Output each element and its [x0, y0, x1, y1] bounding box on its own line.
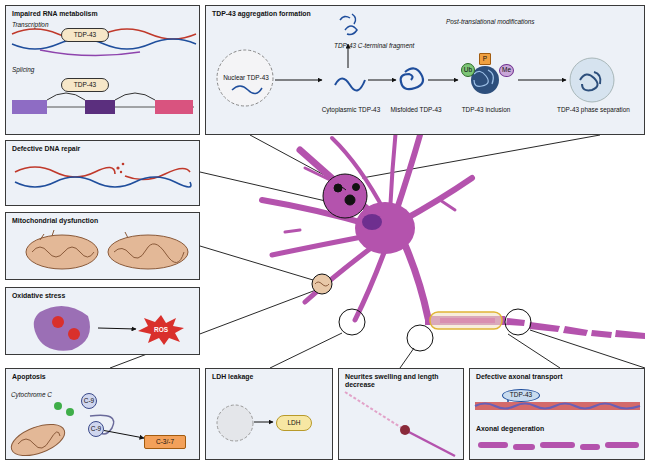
panel-box: TDP-43 aggregation formationTDP-43 C-ter…: [205, 5, 645, 135]
panel-heading: Defective axonal transport: [476, 373, 636, 381]
shape-label: TDP-43: [74, 82, 96, 89]
label-shape: Ub: [461, 63, 475, 77]
panel-box: Neurites swelling and length decrease: [338, 368, 464, 460]
shape-label: TDP-43: [510, 392, 532, 399]
sub-label: Cytochrome C: [11, 391, 71, 398]
shape-label: TDP-43: [74, 32, 96, 39]
panel-box: LDH leakageLDH: [205, 368, 333, 460]
panel-box: Oxidative stressROS: [5, 287, 200, 355]
sub-label: Splicing: [12, 66, 92, 73]
panel-heading: Apoptosis: [12, 373, 192, 381]
sub-label: Transcription: [12, 21, 92, 28]
neuron-dendrites: [262, 128, 472, 320]
label-shape: C-3/-7: [144, 435, 186, 449]
panel-heading: LDH leakage: [212, 373, 328, 381]
shape-label: LDH: [287, 420, 300, 427]
panel-heading: Neurites swelling and length decrease: [345, 373, 461, 388]
sub-label: TDP-43 phase separation: [546, 106, 641, 113]
shape-label: C-3/-7: [156, 439, 174, 446]
panel-heading: Oxidative stress: [12, 292, 192, 300]
shape-label: Ub: [464, 67, 472, 74]
label-shape: TDP-43: [61, 78, 109, 92]
panel-heading: Axonal degeneration: [476, 425, 616, 433]
label-shape: Me: [499, 64, 514, 77]
label-shape: P: [479, 53, 491, 65]
shape-label: P: [483, 56, 487, 63]
axon: [425, 312, 645, 339]
panel-heading: Defective DNA repair: [12, 145, 192, 153]
label-shape: TDP-43: [502, 389, 540, 402]
zoom-circles: [312, 174, 531, 351]
panel-heading: TDP-43 aggregation formation: [212, 10, 412, 18]
sub-label: Nuclear TDP-43: [221, 74, 271, 81]
label-shape: LDH: [276, 415, 312, 431]
nucleus: [362, 214, 382, 230]
sub-label: TDP-43 C-terminal fragment: [334, 42, 434, 49]
panel-heading: Impaired RNA metabolism: [12, 10, 192, 18]
panel-box: Defective DNA repair: [5, 140, 200, 206]
panel-box: Mitochondrial dysfunction: [5, 212, 200, 280]
shape-label: Me: [502, 67, 511, 74]
neuron-soma: [355, 202, 415, 254]
label-shape: ROS: [138, 315, 184, 345]
panel-box: Impaired RNA metabolismTranscriptionSpli…: [5, 5, 200, 135]
sub-label: TDP-43 inclusion: [451, 106, 521, 113]
shape-label: ROS: [154, 327, 168, 334]
panel-box: Defective axonal transportAxonal degener…: [469, 368, 645, 460]
sub-label: Post-translational modifications: [446, 18, 586, 25]
panel-heading: Mitochondrial dysfunction: [12, 217, 192, 225]
shape-label: C-9: [91, 426, 101, 433]
label-shape: TDP-43: [61, 28, 109, 42]
shape-label: C-9: [84, 398, 94, 405]
sub-label: Cytoplasmic TDP-43: [316, 106, 386, 113]
panel-box: ApoptosisCytochrome CC-9C-9C-3/-7: [5, 368, 200, 460]
label-shape: C-9: [81, 393, 97, 409]
label-shape: C-9: [88, 421, 104, 437]
sub-label: Misfolded TDP-43: [381, 106, 451, 113]
